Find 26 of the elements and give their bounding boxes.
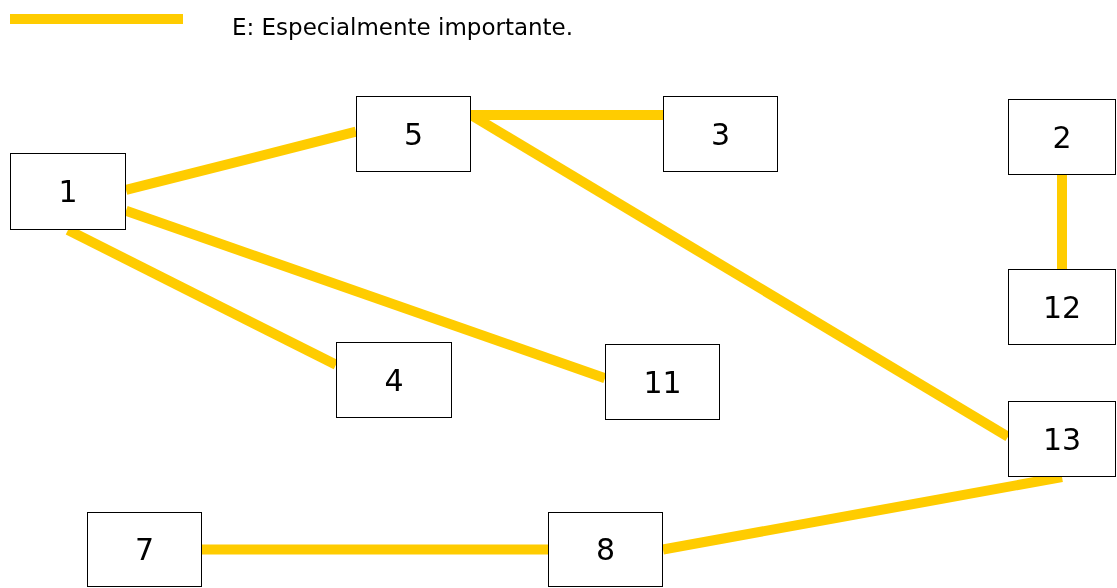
number-box — [1008, 401, 1116, 477]
box-number: 11 — [643, 364, 682, 400]
number-box — [336, 342, 452, 418]
connector-line — [1057, 175, 1067, 269]
box-number: 12 — [1042, 289, 1082, 325]
number-box — [1008, 99, 1116, 175]
box-number: 1 — [58, 174, 78, 209]
number-box — [1008, 269, 1116, 345]
box-number: 8 — [595, 532, 616, 567]
box-number: 3 — [710, 116, 731, 152]
box-number: 5 — [403, 116, 424, 152]
number-box — [548, 512, 663, 587]
number-box — [605, 344, 720, 420]
box-number: 4 — [384, 362, 404, 398]
number-box — [10, 153, 126, 230]
box-number: 7 — [134, 532, 155, 567]
number-box — [663, 96, 778, 172]
connector-line — [202, 544, 548, 555]
number-box — [356, 96, 471, 172]
connector-line — [471, 110, 663, 120]
box-number: 13 — [1042, 421, 1082, 457]
legend-text: E: Especialmente importante. — [232, 14, 574, 40]
box-number: 2 — [1052, 119, 1072, 155]
number-box — [87, 512, 202, 587]
connector-line — [124, 206, 607, 383]
connector-line — [124, 126, 358, 195]
